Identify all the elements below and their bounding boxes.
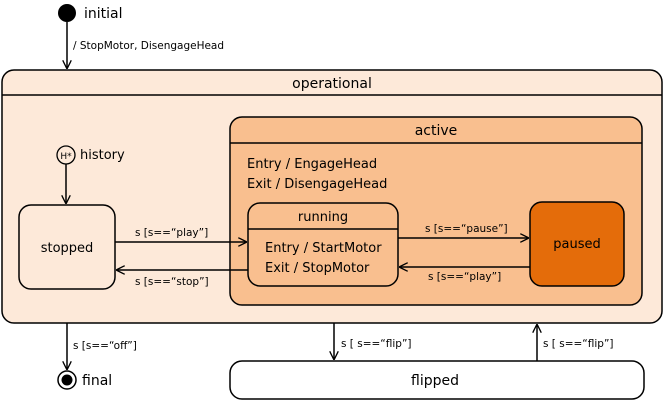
stopped-title: stopped (41, 241, 94, 256)
initial-label: initial (84, 6, 123, 22)
running-title: running (298, 210, 348, 225)
operational-to-final-label: s [s==“off”] (73, 340, 137, 352)
stopped-to-running-label: s [s==“play”] (135, 227, 208, 239)
initial-node (58, 4, 76, 22)
operational-to-flipped-label: s [ s==“flip”] (341, 338, 411, 350)
paused-title: paused (553, 237, 600, 252)
history-glyph: H* (60, 152, 72, 162)
running-entry-action: Entry / StartMotor (265, 241, 382, 256)
final-label: final (82, 373, 112, 389)
operational-title: operational (292, 76, 372, 92)
active-exit-action: Exit / DisengageHead (247, 177, 387, 192)
paused-to-running-label: s [s==“play”] (428, 271, 501, 283)
history-label: history (80, 148, 125, 163)
final-node-dot (61, 374, 73, 386)
active-title: active (415, 123, 458, 139)
flipped-to-operational-label: s [ s==“flip”] (543, 338, 613, 350)
active-entry-action: Entry / EngageHead (247, 157, 377, 172)
flipped-state (229, 360, 645, 400)
flipped-title: flipped (411, 373, 459, 389)
paused-state (529, 201, 625, 287)
running-state (247, 202, 399, 287)
running-exit-action: Exit / StopMotor (265, 261, 370, 276)
initial-transition-label: / StopMotor, DisengageHead (73, 40, 224, 52)
running-to-paused-label: s [s==“pause”] (425, 223, 508, 235)
running-to-stopped-label: s [s==“stop”] (135, 276, 209, 288)
stopped-state (18, 204, 116, 290)
